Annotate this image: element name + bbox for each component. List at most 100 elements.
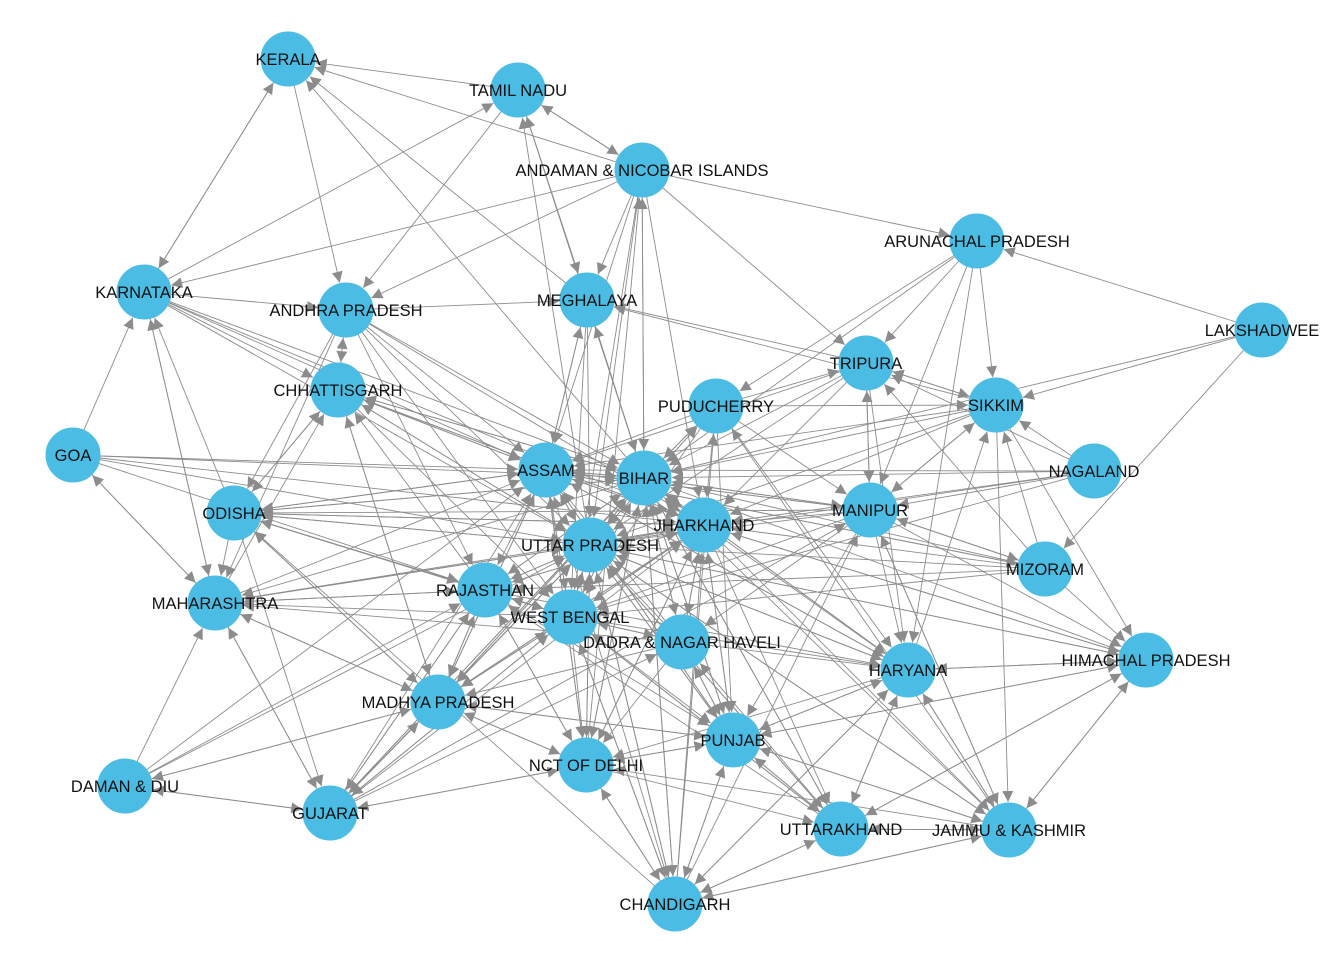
edge-guj-to-up [348,564,571,794]
edge-odi-to-mah [217,539,229,576]
edge-kar-to-ker [157,82,274,270]
node-asm [518,442,574,498]
edge-dnh-to-wb [597,620,656,637]
edge-jha-to-utt [714,549,830,804]
edge-mp-to-chh [344,416,431,677]
edge-mp-to-dd [151,708,413,782]
edge-ap-to-asm [366,326,525,453]
edge-jha-to-jk [722,543,990,811]
node-label-jk: JAMMU & KASHMIR [932,822,1086,840]
edge-pun-to-har [757,679,883,731]
node-up [562,517,618,573]
edge-jk-to-him [1025,681,1129,810]
edge-mp-to-wb [460,631,547,688]
edge-pun-to-mp [465,701,707,738]
node-label-tn: TAMIL NADU [469,82,567,100]
edge-utt-to-bih [657,502,829,806]
edge-miz-to-him [1064,586,1126,642]
edge-mp-to-raj [447,615,476,678]
node-mah [187,575,243,631]
edge-arp-to-pud [739,255,955,392]
edge-ap-to-raj [357,333,473,566]
node-label-meg: MEGHALAYA [537,292,637,310]
edge-har-to-up [615,554,884,661]
node-odi [206,485,262,541]
edge-jk-to-up [612,560,987,816]
edge-jk-to-har [922,693,995,808]
edge-bih-to-ker [305,80,627,458]
node-label-raj: RAJASTHAN [436,582,534,600]
node-utt [813,801,869,857]
edge-chd-to-utt [699,840,816,894]
edge-mah-to-goa [92,474,197,584]
edge-an-to-kar [171,175,616,289]
edge-man-to-bih [671,477,844,507]
edge-dnh-to-mp [465,647,656,699]
node-label-kar: KARNATAKA [95,284,193,302]
edge-nag-to-bih [671,470,1068,483]
edge-nag-to-jha [731,474,1068,526]
edge-sik-to-bih [671,410,970,476]
edge-wb-to-del [572,643,588,738]
edge-chd-to-jk [701,833,982,899]
node-tn [490,62,546,118]
edge-goa-to-asm [99,455,519,475]
node-lak [1234,302,1290,358]
node-label-bih: BIHAR [619,470,670,488]
edge-utt-to-wb [591,633,820,813]
edge-guj-to-jha [351,541,683,797]
edge-man-to-dnh [704,525,849,627]
node-raj [457,562,513,618]
edge-ap-to-bih [369,322,620,465]
edge-an-to-jha [646,196,703,498]
node-kar [116,264,172,320]
node-label-mah: MAHARASHTRA [152,595,279,613]
edge-tn-to-ker [315,58,492,87]
edge-miz-to-tri [884,383,1028,549]
node-chd [647,876,703,932]
node-goa [45,427,101,483]
edge-del-to-pun [612,741,706,761]
node-mp [410,674,466,730]
node-tri [838,335,894,391]
edge-miz-to-man [896,517,1020,561]
edge-pun-to-bih [651,504,725,715]
node-label-ap: ANDHRA PRADESH [269,302,422,320]
edge-raj-to-pun [507,603,710,726]
edge-jha-to-har [725,540,886,655]
node-del [558,737,614,793]
node-label-jha: JHARKHAND [654,517,755,535]
edge-pun-to-dnh [694,666,721,717]
edge-utt-to-up [608,565,824,810]
node-label-pun: PUNJAB [700,732,765,750]
edge-har-to-asm [570,483,885,658]
node-label-odi: ODISHA [202,505,265,523]
edge-raj-to-bih [506,493,622,575]
edge-man-to-tri [861,390,873,484]
edge-pud-to-sik [742,399,969,411]
edge-an-to-meg [597,194,632,275]
edge-odi-to-chh [251,411,321,493]
edge-guj-to-dnh [354,653,657,802]
edge-kar-to-ap [170,293,319,313]
edge-wb-to-up [574,571,585,592]
node-meg [559,272,615,328]
edge-chd-to-man [686,534,859,880]
node-label-utt: UTTARAKHAND [780,821,903,839]
node-label-guj: GUJARAT [292,805,368,823]
node-guj [302,785,358,841]
edge-lak-to-bih [671,335,1236,475]
node-label-pud: PUDUCHERRY [658,398,774,416]
edge-pud-to-tri [741,368,840,400]
edge-bih-to-an [636,197,648,452]
edge-sik-to-him [1009,428,1133,637]
edge-kar-to-bih [169,300,618,470]
node-label-ker: KERALA [255,51,320,69]
edge-bih-to-meg [593,326,637,453]
edge-an-to-tri [662,187,846,346]
node-sik [968,377,1024,433]
edge-miz-to-raj [512,569,1019,595]
edge-utt-to-him [864,673,1122,817]
